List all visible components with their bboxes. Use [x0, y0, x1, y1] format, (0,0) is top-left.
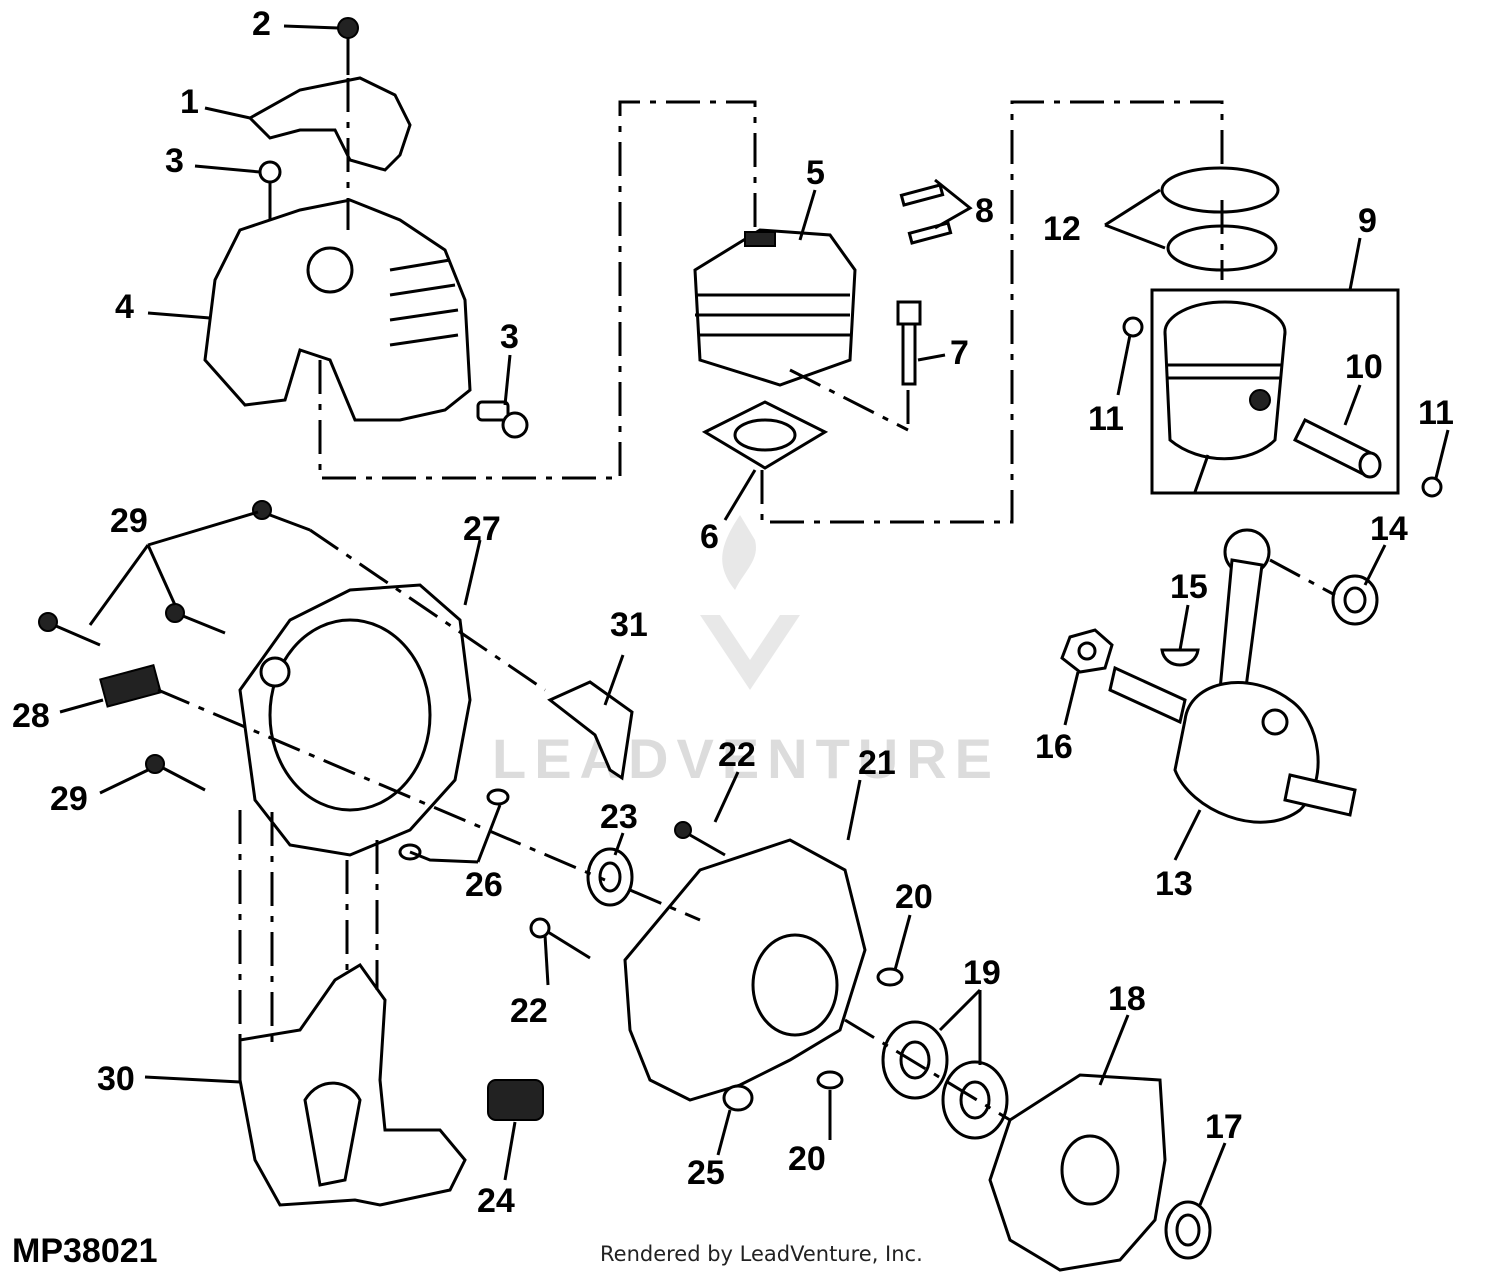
callout-12: 12	[1043, 210, 1081, 248]
callout-18: 18	[1108, 980, 1146, 1018]
part-15-woodruff-key	[1160, 648, 1200, 667]
part-9-piston	[1163, 300, 1287, 461]
callout-14: 14	[1370, 510, 1408, 548]
callout-16: 16	[1035, 728, 1073, 766]
part-25-plug	[722, 1084, 754, 1112]
callout-11-left: 11	[1088, 400, 1124, 438]
part-3-screw-lower	[476, 400, 529, 439]
part-4-fins	[306, 246, 459, 347]
diagram-code: MP38021	[12, 1232, 158, 1270]
leader-lines	[59, 24, 1450, 1206]
callout-6: 6	[700, 518, 719, 556]
part-22-screw-lower	[529, 917, 591, 960]
callout-4: 4	[115, 288, 134, 326]
part-16-nut	[1060, 628, 1114, 674]
callout-10: 10	[1345, 348, 1383, 386]
part-14-needle-bearing	[1331, 574, 1379, 626]
callout-2: 2	[252, 5, 271, 43]
callout-5: 5	[806, 154, 825, 192]
part-17-oil-seal	[1164, 1200, 1212, 1260]
callout-28: 28	[12, 697, 50, 735]
part-27-fan-housing	[238, 583, 472, 857]
part-11-clip-right	[1421, 476, 1443, 498]
callout-19: 19	[963, 954, 1001, 992]
callout-17: 17	[1205, 1108, 1243, 1146]
callout-11-right: 11	[1418, 394, 1454, 432]
part-23-oil-seal	[586, 847, 634, 907]
part-30-support-bracket	[238, 963, 467, 1207]
part-12-piston-rings	[1160, 166, 1280, 272]
callout-29-lower: 29	[50, 780, 88, 818]
callout-31: 31	[610, 606, 648, 644]
part-5-cylinder	[693, 228, 857, 387]
part-13-crankshaft	[1108, 528, 1357, 824]
callout-30: 30	[97, 1060, 135, 1098]
part-2-screw	[337, 17, 359, 75]
callout-25: 25	[687, 1154, 725, 1192]
callout-21: 21	[858, 744, 896, 782]
part-4-shroud	[203, 198, 472, 422]
part-20-dowel-pin-lower	[816, 1070, 844, 1090]
callout-3-lower: 3	[500, 318, 519, 356]
part-11-clip-left	[1122, 316, 1144, 338]
callout-13: 13	[1155, 865, 1193, 903]
render-credit: Rendered by LeadVenture, Inc.	[600, 1242, 923, 1266]
part-20-dowel-pin-upper	[876, 967, 904, 987]
callout-26: 26	[465, 866, 503, 904]
part-9-piston-kit-box	[1150, 288, 1400, 495]
part-7-bolt	[896, 300, 922, 386]
callout-20-lower: 20	[788, 1140, 826, 1178]
callout-29-upper: 29	[110, 502, 148, 540]
callout-8: 8	[975, 192, 994, 230]
callout-23: 23	[600, 798, 638, 836]
callout-27: 27	[463, 510, 501, 548]
callout-7: 7	[950, 334, 969, 372]
callout-1: 1	[180, 83, 199, 121]
part-10-piston-pin	[1292, 417, 1382, 479]
callout-22-lower: 22	[510, 992, 548, 1030]
part-31-shield	[547, 680, 634, 781]
callout-20-upper: 20	[895, 878, 933, 916]
assembly-lines	[157, 78, 1336, 1122]
part-29-screws	[38, 500, 311, 792]
callout-9: 9	[1358, 202, 1377, 240]
watermark-text: LEADVENTURE	[492, 727, 1000, 790]
part-19-ball-bearings	[881, 1020, 1009, 1140]
part-28-bracket	[99, 664, 162, 708]
part-8-studs	[899, 183, 953, 245]
callout-3-upper: 3	[165, 142, 184, 180]
callout-22-upper: 22	[718, 736, 756, 774]
leadventure-watermark: LEADVENTURE	[492, 515, 1000, 790]
callout-15: 15	[1170, 568, 1208, 606]
callout-24: 24	[477, 1182, 515, 1220]
part-1-cover	[247, 76, 412, 172]
part-22-screw-upper	[674, 821, 726, 857]
part-24-needle-bearing	[487, 1079, 544, 1121]
